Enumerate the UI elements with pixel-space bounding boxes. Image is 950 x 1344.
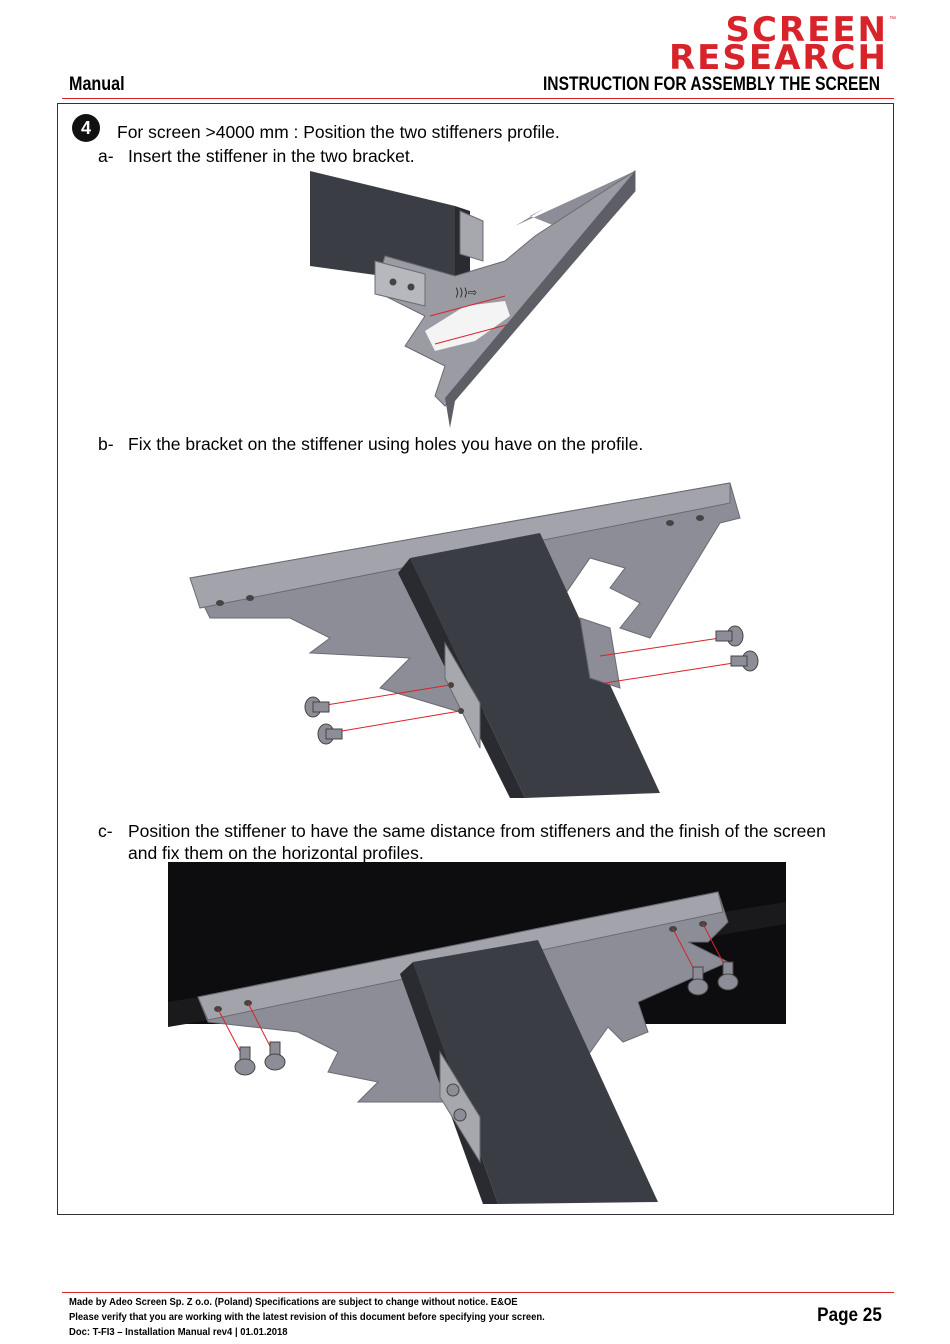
screen-research-logo: SCREEN RESEARCH ™ [668, 10, 896, 78]
substep-b-marker: b- [98, 434, 114, 454]
substep-c-text-line2: and fix them on the horizontal profiles. [128, 843, 424, 863]
page-number: Page 25 [817, 1305, 882, 1326]
header-document-title: INSTRUCTION FOR ASSEMBLY THE SCREEN [542, 74, 880, 95]
substep-c-marker: c- [98, 821, 113, 841]
step-title: For screen >4000 mm : Position the two s… [117, 122, 560, 142]
substep-a-text: Insert the stiffener in the two bracket. [128, 146, 415, 166]
substep-b-text: Fix the bracket on the stiffener using h… [128, 434, 644, 454]
substep-c-text-line1: Position the stiffener to have the same … [128, 821, 826, 841]
substep-a-marker: a- [98, 146, 114, 166]
step-number-badge: 4 [72, 114, 100, 142]
svg-text:⟩⟩⟩⇨: ⟩⟩⟩⇨ [455, 286, 477, 299]
figure-c-fix-horizontal-profiles [168, 862, 786, 1204]
content-frame [57, 103, 894, 1215]
header-divider [62, 98, 894, 99]
footer-doc-id: Doc: T-FI3 – Installation Manual rev4 | … [69, 1326, 288, 1338]
footer-divider [62, 1292, 894, 1293]
footer-revision-notice: Please verify that you are working with … [69, 1311, 545, 1323]
header-manual-label: Manual [69, 74, 125, 95]
figure-a-insert-stiffener: ⟩⟩⟩⇨ [310, 170, 636, 428]
figure-b-fix-bracket [189, 482, 759, 798]
footer-company-line: Made by Adeo Screen Sp. Z o.o. (Poland) … [69, 1296, 518, 1308]
